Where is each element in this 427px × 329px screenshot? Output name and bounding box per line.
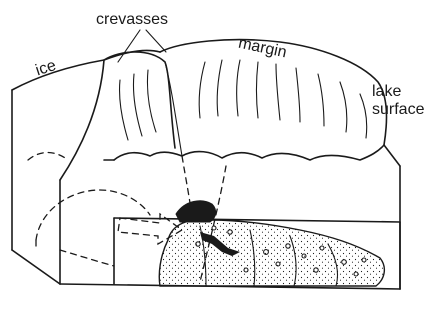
label-surface: surface bbox=[372, 101, 425, 118]
label-margin: margin bbox=[237, 35, 288, 62]
crevasse-marks bbox=[119, 60, 366, 140]
sediment-fan bbox=[159, 220, 384, 286]
tunnel-mouth bbox=[176, 201, 216, 222]
label-lake: lake bbox=[372, 83, 401, 100]
label-ice: ice bbox=[34, 57, 59, 80]
label-crevasses: crevasses bbox=[96, 11, 168, 28]
